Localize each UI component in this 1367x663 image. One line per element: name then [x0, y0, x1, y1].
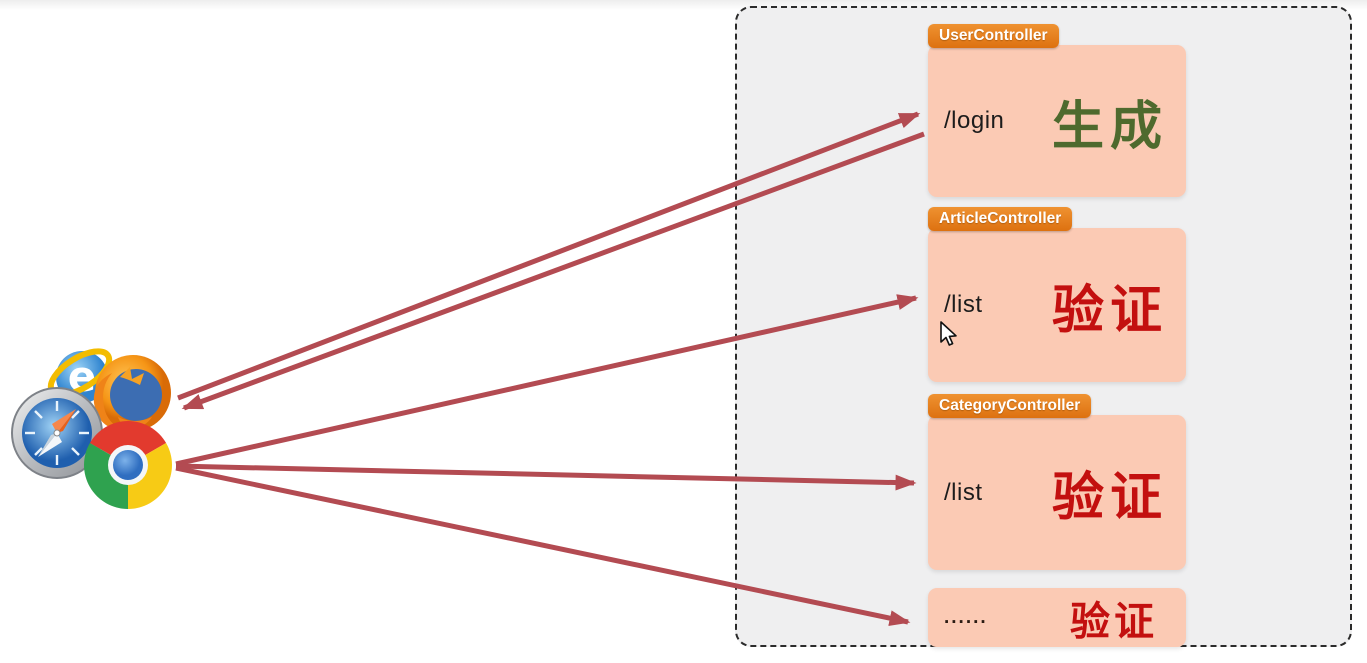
- mouse-cursor: [940, 321, 957, 346]
- route-category-list: /list: [944, 478, 983, 506]
- safari-icon: [11, 387, 103, 479]
- route-login: /login: [944, 107, 1005, 134]
- top-fade: [0, 0, 1367, 10]
- controller-box-article: ArticleController /list 验证: [928, 207, 1186, 382]
- controller-box-category: CategoryController /list 验证: [928, 394, 1186, 570]
- route-more: ......: [944, 606, 988, 628]
- controller-box-more: ...... 验证: [928, 588, 1186, 647]
- action-verify-article: 验证: [1051, 279, 1168, 341]
- route-article-list: /list: [944, 291, 983, 318]
- action-verify-category: 验证: [1051, 467, 1168, 528]
- firefox-icon: [93, 355, 171, 431]
- action-verify-more: 验证: [1070, 597, 1158, 645]
- chrome-icon: [84, 421, 172, 509]
- action-generate: 生成: [1051, 95, 1168, 157]
- controller-badge-article: ArticleController: [928, 207, 1073, 231]
- browser-cluster: e: [11, 348, 172, 509]
- controller-box-user: UserController /login 生成: [928, 24, 1186, 197]
- controller-badge-category: CategoryController: [928, 394, 1092, 418]
- controller-badge-user: UserController: [928, 24, 1059, 48]
